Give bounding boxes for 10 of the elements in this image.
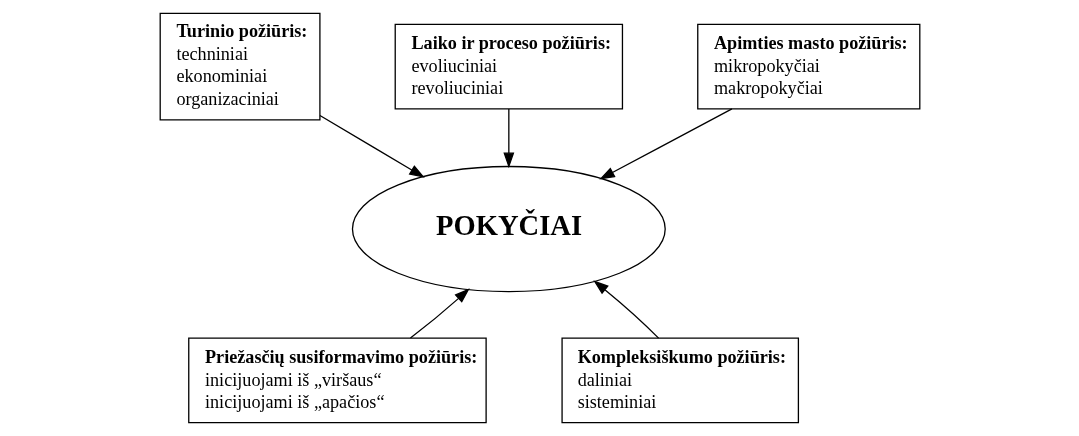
arrow [318,114,425,178]
arrow [592,280,659,339]
node-box: Priežasčių susiformavimo požiūris: inicijuojami iš „viršaus“ inicijuojami iš „apačios“ [187,337,487,424]
arrow [598,108,733,180]
node-box: Turinio požiūris: techniniai ekonominiai organizaciniai [159,12,321,121]
arrow [409,288,470,339]
arrow [502,108,514,169]
node-box: Kompleksiškumo požiūris: daliniai sisteminiai [560,337,799,424]
node-box: Apimties masto požiūris: mikropokyčiai makropokyčiai [696,23,920,110]
node-box: Laiko ir proceso požiūris: evoliuciniai revoliuciniai [394,23,623,110]
